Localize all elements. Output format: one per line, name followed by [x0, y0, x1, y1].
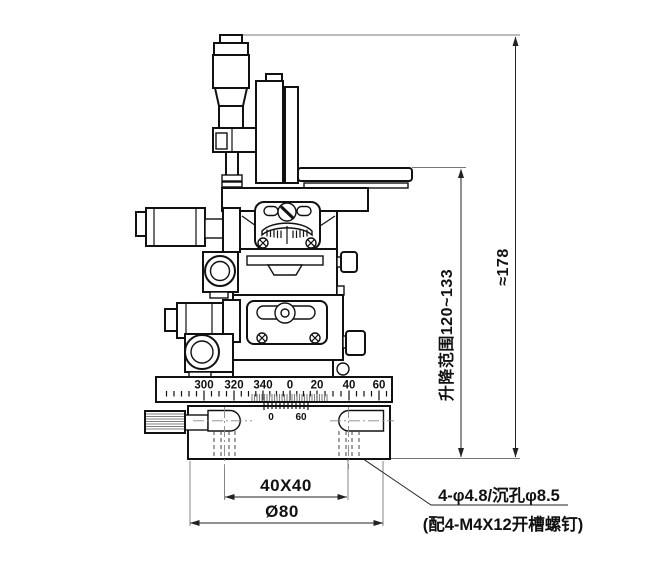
scale-label-300: 300	[194, 380, 213, 392]
vernier-label-60: 60	[295, 412, 307, 423]
stage-assembly	[135, 34, 413, 469]
labels: 升降范围120~133 ≈178 40X40 Ø80 4-φ4.8/沉孔φ8.5…	[194, 248, 583, 534]
scale-label-320: 320	[224, 380, 243, 392]
scale-label-340: 340	[253, 380, 272, 392]
y-axis-micrometer	[135, 207, 241, 253]
rotation-stage-base	[144, 402, 394, 469]
scale-label-0: 0	[287, 380, 293, 392]
y-axis-stage	[232, 248, 358, 296]
mounting-slot-right	[338, 409, 385, 432]
z-axis-micrometer	[212, 34, 259, 189]
vernier-label-0: 0	[268, 412, 274, 423]
dimension-lines	[189, 34, 568, 526]
scale-label-40: 40	[343, 380, 356, 392]
upper-lock-knob	[202, 251, 239, 299]
screw-note-label: (配4-M4X12开槽螺钉)	[423, 514, 583, 534]
base-diameter-label: Ø80	[265, 502, 299, 521]
rotary-scale-labels: 300 320 340 0 20 40 60	[194, 380, 385, 392]
dovetail	[266, 264, 304, 276]
lower-lock-knob	[184, 333, 234, 380]
mounting-slot-left	[207, 409, 241, 432]
scale-label-60: 60	[373, 380, 386, 392]
leader-line-mounting-holes	[349, 449, 568, 506]
side-knob-upper	[340, 251, 358, 273]
goniometer-stage	[239, 201, 338, 254]
vertical-bracket	[255, 73, 299, 184]
x-axis-stage	[232, 294, 366, 379]
x-axis-micrometer	[164, 299, 241, 343]
rotation-stage-scale	[155, 376, 393, 403]
lift-range-label: 升降范围120~133	[437, 269, 456, 401]
stage-size-label: 40X40	[260, 476, 312, 495]
knob-shaft	[184, 414, 209, 431]
total-height-label: ≈178	[495, 248, 512, 285]
mounting-holes-label: 4-φ4.8/沉孔φ8.5	[438, 485, 560, 505]
horizontal-arm	[297, 167, 413, 189]
scale-label-20: 20	[311, 380, 324, 392]
side-knob-lower	[345, 330, 366, 356]
vernier-labels: 0 60	[268, 412, 307, 423]
